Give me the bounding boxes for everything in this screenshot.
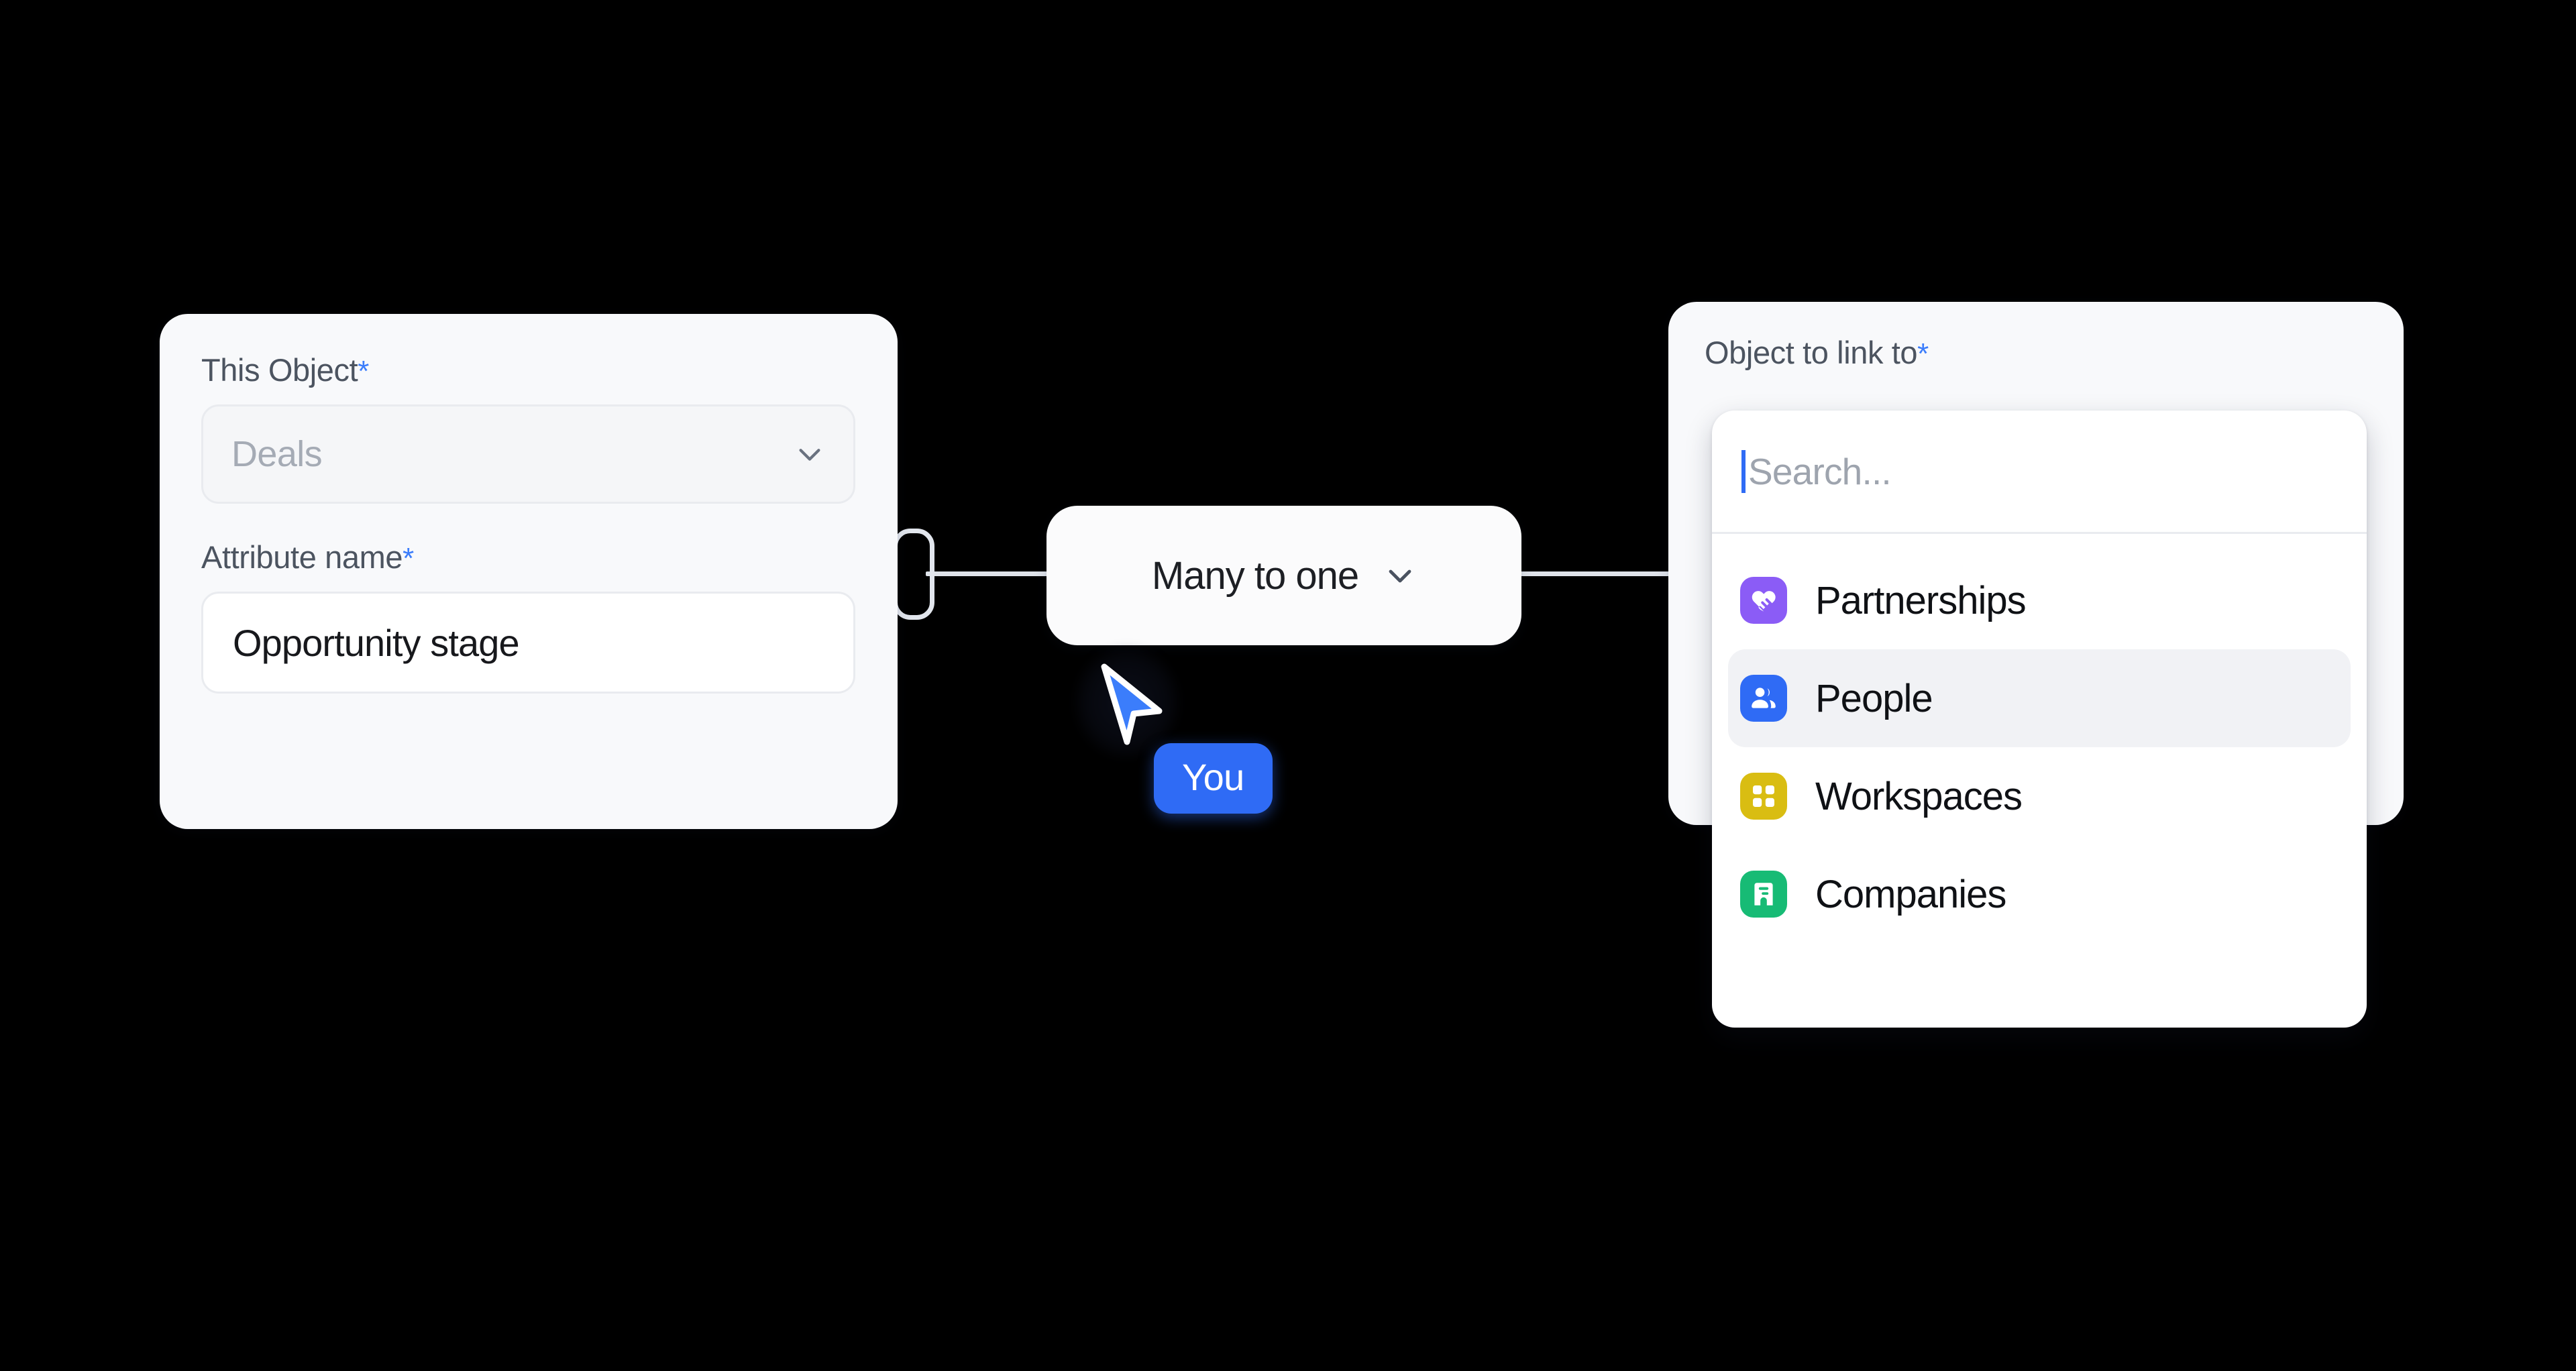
object-options-list: Partnerships People Workspaces Companies: [1712, 534, 2367, 943]
this-object-value: Deals: [231, 434, 323, 474]
required-asterisk: *: [1917, 337, 1929, 370]
attribute-name-label-text: Attribute name: [201, 539, 403, 575]
required-asterisk: *: [358, 355, 370, 388]
list-item[interactable]: Partnerships: [1728, 551, 2351, 649]
connector-wire-right: [1517, 571, 1673, 576]
cursor-arrow-icon: [1101, 663, 1163, 745]
list-item-label: Workspaces: [1815, 774, 2023, 818]
object-search-field[interactable]: Search...: [1712, 410, 2367, 534]
object-to-link-to-label-text: Object to link to: [1705, 335, 1918, 370]
companies-icon: [1740, 871, 1787, 918]
list-item-label: People: [1815, 676, 1933, 720]
connector-wire-left: [926, 571, 1048, 576]
list-item-label: Companies: [1815, 872, 2006, 916]
object-search-dropdown: Search... Partnerships People Workspaces: [1712, 410, 2367, 1028]
relationship-type-select[interactable]: Many to one: [1046, 506, 1521, 645]
this-object-label-text: This Object: [201, 352, 358, 388]
object-to-link-to-label: Object to link to*: [1705, 334, 2367, 371]
this-object-select[interactable]: Deals: [201, 404, 855, 504]
chevron-down-icon: [794, 439, 825, 470]
required-asterisk: *: [402, 542, 414, 575]
list-item[interactable]: Companies: [1728, 845, 2351, 943]
partnerships-icon: [1740, 577, 1787, 624]
connector-port-handle[interactable]: [893, 529, 934, 620]
list-item[interactable]: Workspaces: [1728, 747, 2351, 845]
list-item-label: Partnerships: [1815, 578, 2027, 622]
remote-cursor: [1073, 645, 1181, 759]
cursor-name-badge: You: [1154, 743, 1273, 814]
attribute-name-label: Attribute name*: [201, 539, 856, 575]
search-placeholder: Search...: [1748, 450, 1892, 492]
attribute-name-value: Opportunity stage: [233, 621, 520, 664]
attribute-name-input[interactable]: Opportunity stage: [201, 592, 855, 694]
workspaces-icon: [1740, 773, 1787, 820]
people-icon: [1740, 675, 1787, 722]
source-object-card: This Object* Deals Attribute name* Oppor…: [160, 314, 898, 829]
this-object-label: This Object*: [201, 351, 856, 388]
list-item[interactable]: People: [1728, 649, 2351, 747]
text-caret: [1741, 449, 1746, 493]
relationship-type-value: Many to one: [1151, 553, 1359, 598]
chevron-down-icon: [1384, 559, 1416, 592]
